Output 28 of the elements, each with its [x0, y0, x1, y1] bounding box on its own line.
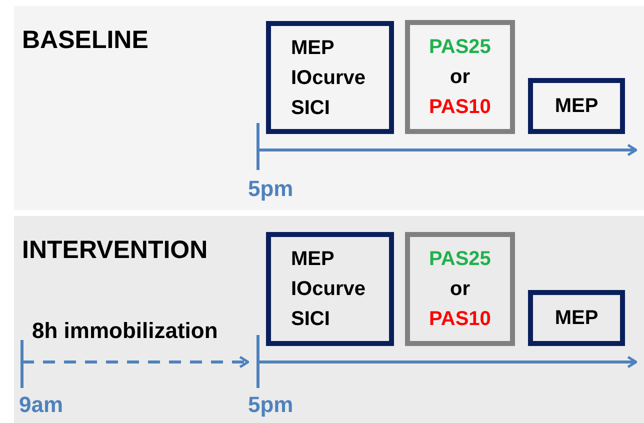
section-heading: INTERVENTION — [22, 236, 208, 265]
measurement-box — [405, 20, 515, 134]
box-text: SICI — [291, 96, 330, 120]
box-text: PAS25 — [429, 35, 491, 60]
measurement-box — [266, 21, 394, 134]
box-text: MEP — [291, 247, 334, 272]
box-text: MEP — [554, 306, 598, 331]
time-label: 5pm — [248, 392, 294, 418]
measurement-box — [405, 232, 515, 346]
box-text: or — [450, 65, 470, 90]
box-text: MEP — [554, 94, 598, 119]
time-label: 9am — [19, 392, 64, 418]
time-label: 5pm — [248, 176, 294, 202]
box-text: IOcurve — [291, 277, 366, 302]
box-text: PAS25 — [429, 247, 491, 272]
measurement-box — [266, 232, 394, 346]
section-band — [14, 216, 644, 423]
box-text: MEP — [291, 36, 334, 60]
box-text: SICI — [291, 307, 330, 332]
measurement-box — [528, 78, 625, 134]
box-text: IOcurve — [291, 66, 366, 90]
section-heading: BASELINE — [22, 26, 148, 55]
box-text: or — [450, 277, 470, 302]
measurement-box — [528, 290, 625, 346]
box-text: PAS10 — [429, 307, 491, 332]
section-band — [14, 6, 644, 210]
duration-label: 8h immobilization — [32, 318, 218, 344]
box-text: PAS10 — [429, 95, 491, 120]
